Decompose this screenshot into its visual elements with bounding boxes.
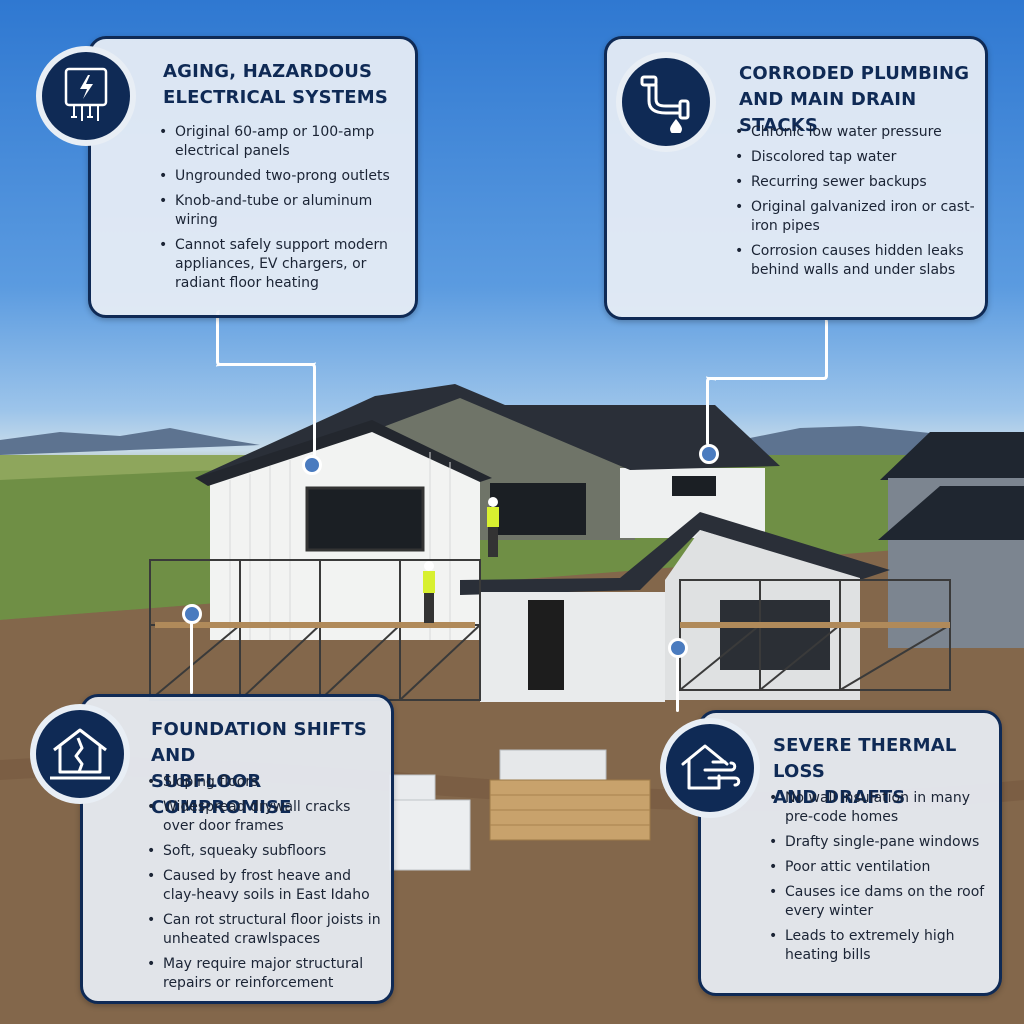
list-item: Sloping floors	[147, 773, 381, 792]
list-item: Drafty single-pane windows	[769, 833, 989, 852]
worker-roof	[487, 497, 499, 557]
list-item: Recurring sewer backups	[735, 173, 975, 192]
connector-electrical-drop	[216, 363, 316, 458]
list-item: Widespread drywall cracks over door fram…	[147, 798, 381, 836]
list-item: Leads to extremely high heating bills	[769, 927, 989, 965]
marker-electrical	[302, 455, 322, 475]
connector-foundation	[190, 622, 193, 694]
list-item: Ungrounded two-prong outlets	[159, 167, 399, 186]
issue-list: Sloping floors Widespread drywall cracks…	[147, 773, 381, 999]
cracked-house-icon	[50, 728, 110, 780]
list-item: Poor attic ventilation	[769, 858, 989, 877]
issue-list: Chronic low water pressure Discolored ta…	[735, 123, 975, 286]
issue-list: No wall insulation in many pre-code home…	[769, 789, 989, 971]
list-item: Can rot structural floor joists in unhea…	[147, 911, 381, 949]
house-wind-icon	[681, 744, 741, 790]
building-materials	[389, 749, 651, 871]
worker-scaffold	[423, 561, 435, 623]
mountain-range-left	[0, 428, 260, 455]
far-field	[0, 455, 260, 480]
card-foundation: FOUNDATION SHIFTS AND SUBFLOOR COMPROMIS…	[80, 694, 394, 1004]
connector-plumbing-drop	[706, 377, 716, 447]
list-item: Caused by frost heave and clay-heavy soi…	[147, 867, 381, 905]
marker-plumbing	[699, 444, 719, 464]
badge-electrical	[36, 46, 136, 146]
list-item: Causes ice dams on the roof every winter	[769, 883, 989, 921]
badge-thermal	[660, 718, 760, 818]
connector-electrical	[216, 310, 316, 366]
badge-plumbing	[616, 52, 716, 152]
electrical-panel-icon	[64, 67, 108, 121]
connector-plumbing	[706, 318, 828, 380]
list-item: Original 60-amp or 100-amp electrical pa…	[159, 123, 399, 161]
neighbor-house	[878, 432, 1024, 648]
list-item: No wall insulation in many pre-code home…	[769, 789, 989, 827]
issue-list: Original 60-amp or 100-amp electrical pa…	[159, 123, 399, 299]
list-item: Cannot safely support modern appliances,…	[159, 236, 399, 293]
house-under-construction	[149, 384, 951, 702]
card-thermal: SEVERE THERMAL LOSS AND DRAFTS No wall i…	[698, 710, 1002, 996]
marker-thermal	[668, 638, 688, 658]
connector-thermal	[676, 656, 679, 712]
list-item: Corrosion causes hidden leaks behind wal…	[735, 242, 975, 280]
card-title: AGING, HAZARDOUS ELECTRICAL SYSTEMS	[163, 61, 388, 108]
badge-foundation	[30, 704, 130, 804]
list-item: Soft, squeaky subfloors	[147, 842, 381, 861]
pipe-drip-icon	[640, 75, 690, 133]
card-plumbing: CORRODED PLUMBING AND MAIN DRAIN STACKS …	[604, 36, 988, 320]
card-electrical: AGING, HAZARDOUS ELECTRICAL SYSTEMS Orig…	[88, 36, 418, 318]
list-item: Chronic low water pressure	[735, 123, 975, 142]
list-item: Knob-and-tube or aluminum wiring	[159, 192, 399, 230]
list-item: Original galvanized iron or cast-iron pi…	[735, 198, 975, 236]
list-item: May require major structural repairs or …	[147, 955, 381, 993]
list-item: Discolored tap water	[735, 148, 975, 167]
marker-foundation	[182, 604, 202, 624]
